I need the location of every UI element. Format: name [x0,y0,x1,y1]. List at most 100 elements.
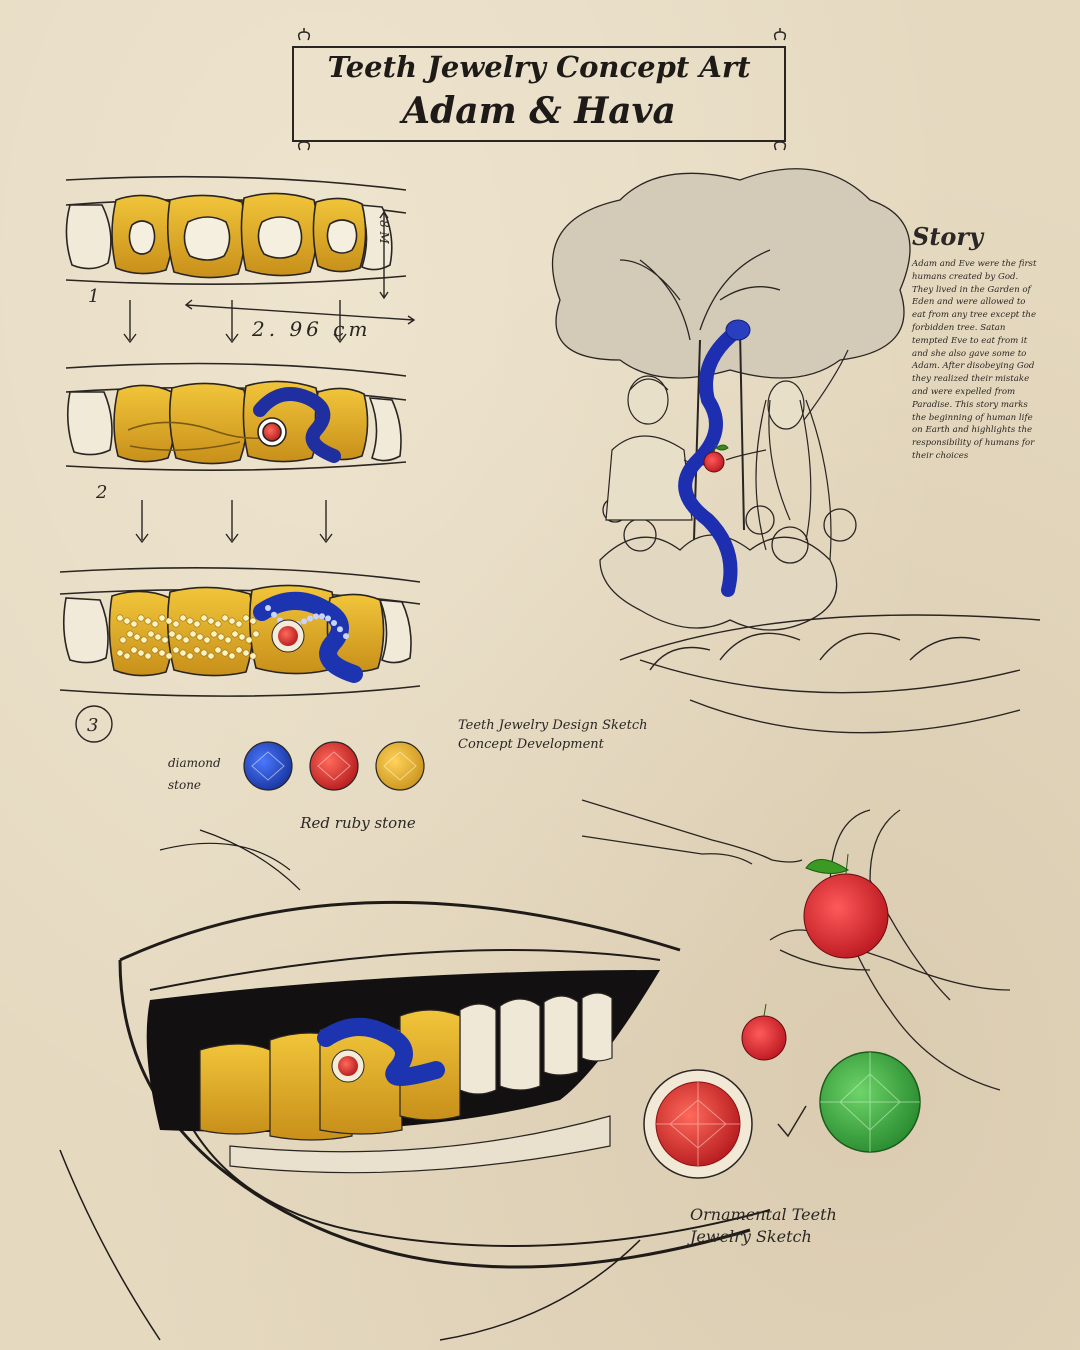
pave-stone [140,636,148,644]
pave-stone [249,652,257,660]
pave-stone [175,633,183,641]
snake-icon [678,319,751,597]
pave-stone [228,617,236,625]
pave-stone [186,652,194,660]
title-frame [292,46,786,142]
pave-stone [210,630,218,638]
step-3-circle: 3 [75,705,113,743]
pave-stone [200,649,208,657]
pave-diamonds-step-3 [116,614,260,660]
pave-stone [182,636,190,644]
ornamental-sketch-note: Ornamental Teeth Jewelry Sketch [690,1205,837,1246]
ruby-gem-icon [309,741,359,791]
pave-stone [130,620,138,628]
step-number-1: 1 [88,286,99,307]
mouth-sketch [59,829,771,1341]
pave-stone [123,652,131,660]
pave-stone [165,617,173,625]
pave-stone [238,633,246,641]
pave-stone [165,652,173,660]
pave-stone [231,630,239,638]
pave-stone [214,620,222,628]
gem-legend [243,741,425,791]
pave-stone [221,614,229,622]
teeth-row-step-2 [65,362,407,471]
sapphire-stone [343,633,349,640]
pave-stone [123,617,131,625]
check-mark-icon [777,1105,807,1138]
sapphire-snake-step-3 [253,591,363,683]
story-heading: Story [912,222,984,251]
ruby-gem-icon [643,1069,753,1179]
pave-stone [186,617,194,625]
apple-icon [803,853,889,959]
pave-stone [172,620,180,628]
pave-stone [179,614,187,622]
pave-stone [154,633,162,641]
pave-stone [189,630,197,638]
pave-stone [242,614,250,622]
pave-stone [179,649,187,657]
mouth-jewelry-snake [317,1017,445,1086]
pave-stone [214,646,222,654]
emerald-gem-icon [819,1051,921,1153]
sapphire-stone [265,605,271,611]
pave-stone [144,617,152,625]
lower-jaw-sketch [619,614,1041,734]
step-number-2: 2 [95,482,107,503]
pave-stone [147,630,155,638]
pave-stone [158,614,166,622]
step-number-3: 3 [87,715,98,736]
ruby-gem-icon [262,422,282,442]
title-line-1: Teeth Jewelry Concept Art [327,50,751,84]
pave-stone [130,646,138,654]
pave-stone [116,649,124,657]
pave-stone [245,636,253,644]
pave-stone [144,652,152,660]
pave-stone [200,614,208,622]
step-arrows [123,300,347,544]
sapphire-stone [337,626,343,633]
teeth-row-step-1 [65,175,407,285]
pave-stone [228,652,236,660]
pave-stone [161,636,169,644]
pave-stone [252,630,260,638]
sapphire-stone [271,611,277,618]
pave-stone [221,649,229,657]
pave-stone [137,649,145,657]
pave-stone [207,617,215,625]
pave-stone [151,620,159,628]
pave-stone [193,646,201,654]
sapphire-stone [325,615,331,622]
pave-stone [224,636,232,644]
sapphire-stone [313,613,319,620]
sapphire-stone [331,619,337,626]
width-dimension-label: 2. 96 cm [251,317,371,341]
pave-stone [137,614,145,622]
ruby-stone-note: Red ruby stone [300,814,416,832]
tree-icon [551,168,911,631]
height-dimension-label: 8 M [377,220,391,244]
pave-stone [168,630,176,638]
pave-stone [151,646,159,654]
pave-stone [203,636,211,644]
diamond-stone-note: diamond stone [168,756,221,792]
pave-stone [172,646,180,654]
pave-stone [207,652,215,660]
apple-icon [703,443,729,473]
pave-stone [193,620,201,628]
pave-stone [158,649,166,657]
pave-stone [126,630,134,638]
snake-icon [253,387,341,463]
apple-icon [128,216,358,261]
pave-stone [242,649,250,657]
citrine-gem-icon [375,741,425,791]
pave-stone [119,636,127,644]
ruby-setting-step-3 [271,619,305,653]
dimension-arrows [184,210,416,325]
eve-figure [725,349,849,561]
pave-stone [235,620,243,628]
pave-stone [235,646,243,654]
